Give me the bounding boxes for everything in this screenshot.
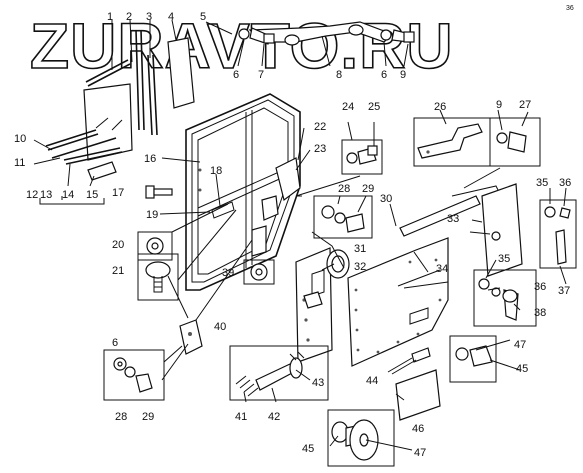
glass-run-channels [85, 29, 195, 136]
callout-46: 46 [412, 423, 424, 435]
callout-25: 25 [368, 101, 380, 113]
knob-45-47-right [455, 345, 493, 367]
quarter-glass [83, 83, 133, 161]
callout-16: 16 [144, 153, 156, 165]
plate-44 [411, 347, 431, 363]
knob-45-47-bottom [331, 419, 379, 461]
callout-36a: 36 [559, 177, 571, 189]
callout-40: 40 [214, 321, 226, 333]
callout-1: 1 [107, 11, 113, 23]
callout-35b: 35 [498, 253, 510, 265]
callout-36b: 36 [534, 281, 546, 293]
callout-2: 2 [126, 11, 132, 23]
callout-3: 3 [146, 11, 152, 23]
callout-7: 7 [258, 69, 264, 81]
bracket-26 [417, 123, 483, 159]
callout-24: 24 [342, 101, 354, 113]
door-handle [248, 21, 394, 46]
callout-numbers: 1 2 3 4 5 6 7 8 6 9 10 11 12 13 14 15 16… [14, 11, 571, 459]
callout-47a: 47 [514, 339, 526, 351]
callout-32: 32 [354, 261, 366, 273]
callout-15: 15 [86, 189, 98, 201]
callout-45a: 45 [516, 363, 528, 375]
callout-17: 17 [112, 187, 124, 199]
callout-29b: 29 [142, 411, 154, 423]
callout-33: 33 [447, 213, 459, 225]
inner-handle [478, 278, 519, 321]
callout-38: 38 [534, 307, 546, 319]
callout-6b: 6 [381, 69, 387, 81]
callout-6a: 6 [233, 69, 239, 81]
screw-left [238, 27, 275, 45]
callout-39: 39 [222, 267, 234, 279]
callout-14: 14 [62, 189, 74, 201]
callout-21: 21 [112, 265, 124, 277]
callout-44: 44 [366, 375, 378, 387]
callout-8: 8 [336, 69, 342, 81]
callout-6c: 6 [112, 337, 118, 349]
callout-43: 43 [312, 377, 324, 389]
door-frame [185, 93, 301, 291]
callout-20: 20 [112, 239, 124, 251]
group-bracket-12 [39, 196, 105, 205]
washer-20-box [137, 231, 173, 261]
rod-assembly [235, 351, 305, 397]
callout-28a: 28 [338, 183, 350, 195]
clip-21 [145, 261, 171, 293]
callout-4: 4 [168, 11, 174, 23]
callout-47b: 47 [414, 447, 426, 459]
trim-screws [354, 258, 442, 354]
callout-29a: 29 [362, 183, 374, 195]
bolt-group-lower-left [113, 357, 153, 393]
callout-22: 22 [314, 121, 326, 133]
bolt-24-25 [346, 145, 378, 165]
armrest-46 [395, 369, 441, 421]
corner-mark: 36 [566, 5, 574, 12]
callout-28b: 28 [115, 411, 127, 423]
lock-cylinder [326, 249, 350, 279]
callout-19: 19 [146, 209, 158, 221]
bolt-28-29 [321, 205, 365, 233]
callout-34: 34 [436, 263, 448, 275]
callout-9b: 9 [496, 99, 502, 111]
bolt-9-27 [496, 131, 527, 153]
callout-31: 31 [354, 243, 366, 255]
door-trim-panel [347, 237, 449, 367]
callout-11: 11 [14, 157, 25, 169]
latch-parts-35-37 [544, 206, 571, 265]
callout-5: 5 [200, 11, 206, 23]
leader-lines [33, 19, 567, 451]
callout-9a: 9 [400, 69, 406, 81]
callout-18: 18 [210, 165, 222, 177]
watermark: ZURAVTO.RU [30, 10, 454, 82]
callout-41: 41 [235, 411, 247, 423]
callout-35a: 35 [536, 177, 548, 189]
callout-10: 10 [14, 133, 26, 145]
screw-right [380, 29, 415, 43]
callout-26: 26 [434, 101, 446, 113]
plate-33 [481, 183, 523, 277]
callout-45b: 45 [302, 443, 314, 455]
strip-30 [399, 195, 481, 237]
callout-27: 27 [519, 99, 531, 111]
lower-glass-channels [45, 129, 123, 181]
callout-23: 23 [314, 143, 326, 155]
callout-12: 12 [26, 189, 38, 201]
callout-13: 13 [40, 189, 52, 201]
callout-42: 42 [268, 411, 280, 423]
callout-30: 30 [380, 193, 392, 205]
callout-37: 37 [558, 285, 570, 297]
bracket-40 [179, 319, 203, 355]
bolt-17 [145, 185, 173, 199]
